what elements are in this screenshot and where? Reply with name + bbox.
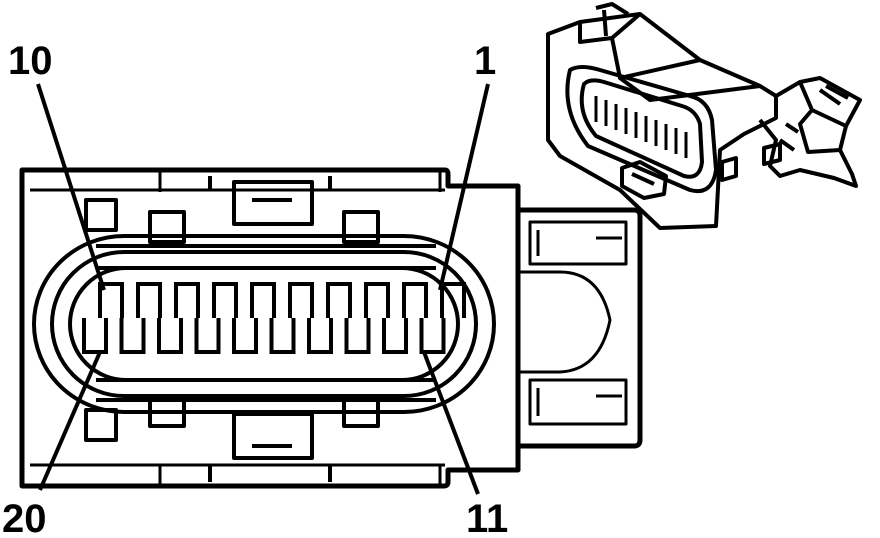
iso-lower-latch (620, 160, 668, 200)
leader-line-pin-10 (36, 83, 106, 291)
pin-terminal-6 (250, 282, 276, 318)
key-square-bottom-left (84, 408, 118, 442)
leader-line-pin-11 (422, 351, 480, 495)
pin-terminal-8 (174, 282, 200, 318)
iso-housing-body (546, 12, 778, 230)
pin-terminal-4 (326, 282, 352, 318)
iso-face-opening (565, 65, 718, 193)
pin-terminal-11 (419, 318, 446, 354)
iso-pins-top (594, 96, 688, 158)
pin-terminal-19 (119, 318, 146, 354)
housing-top-step (158, 170, 442, 192)
pin-terminal-9 (136, 282, 162, 318)
leader-lines (36, 83, 490, 495)
pin-terminal-3 (364, 282, 390, 318)
pin-terminal-2 (402, 282, 428, 318)
connector-face-view (19, 167, 643, 489)
key-square-top-mid (148, 210, 186, 244)
iso-latch-top (595, 2, 630, 37)
pin-terminal-7 (212, 282, 238, 318)
key-square-top-right (342, 210, 380, 244)
pin-terminal-13 (344, 318, 371, 354)
iso-side-lock-arm (758, 76, 862, 188)
pin-terminal-18 (157, 318, 183, 354)
side-lock-tab-top-window (528, 220, 628, 266)
pin-terminal-14 (307, 318, 333, 354)
pin-label-20: 20 (2, 497, 47, 538)
housing-bottom-step (158, 466, 442, 486)
side-lock-tab (518, 207, 643, 449)
cavity-outer (32, 234, 496, 414)
connector-housing-outline (19, 167, 521, 489)
pin-terminal-17 (194, 318, 221, 354)
side-lock-tab-bottom-window (528, 378, 628, 426)
cavity-middle (50, 250, 478, 398)
iso-face-inner (579, 78, 704, 179)
pin-terminal-20 (82, 318, 108, 354)
pin-terminal-12 (382, 318, 408, 354)
pin-terminal-15 (269, 318, 296, 354)
pin-label-11: 11 (466, 497, 508, 538)
pin-terminal-1 (440, 282, 466, 318)
pin-terminal-5 (288, 282, 314, 318)
pin-terminal-10 (98, 282, 124, 318)
side-lock-tab-center (518, 270, 612, 374)
leader-line-pin-20 (38, 351, 102, 491)
pin-label-1: 1 (474, 39, 496, 83)
iso-housing-top-ridge (578, 12, 761, 102)
pin-row-bottom (82, 318, 446, 354)
pin-label-10: 10 (8, 39, 53, 83)
connector-isometric-view (546, 2, 862, 230)
leader-line-pin-1 (438, 83, 490, 291)
pin-terminal-16 (232, 318, 258, 354)
top-latch (208, 176, 332, 226)
iso-side-lock-edge (778, 122, 800, 152)
key-square-top-left (84, 198, 118, 232)
pin-row-top (98, 282, 466, 318)
